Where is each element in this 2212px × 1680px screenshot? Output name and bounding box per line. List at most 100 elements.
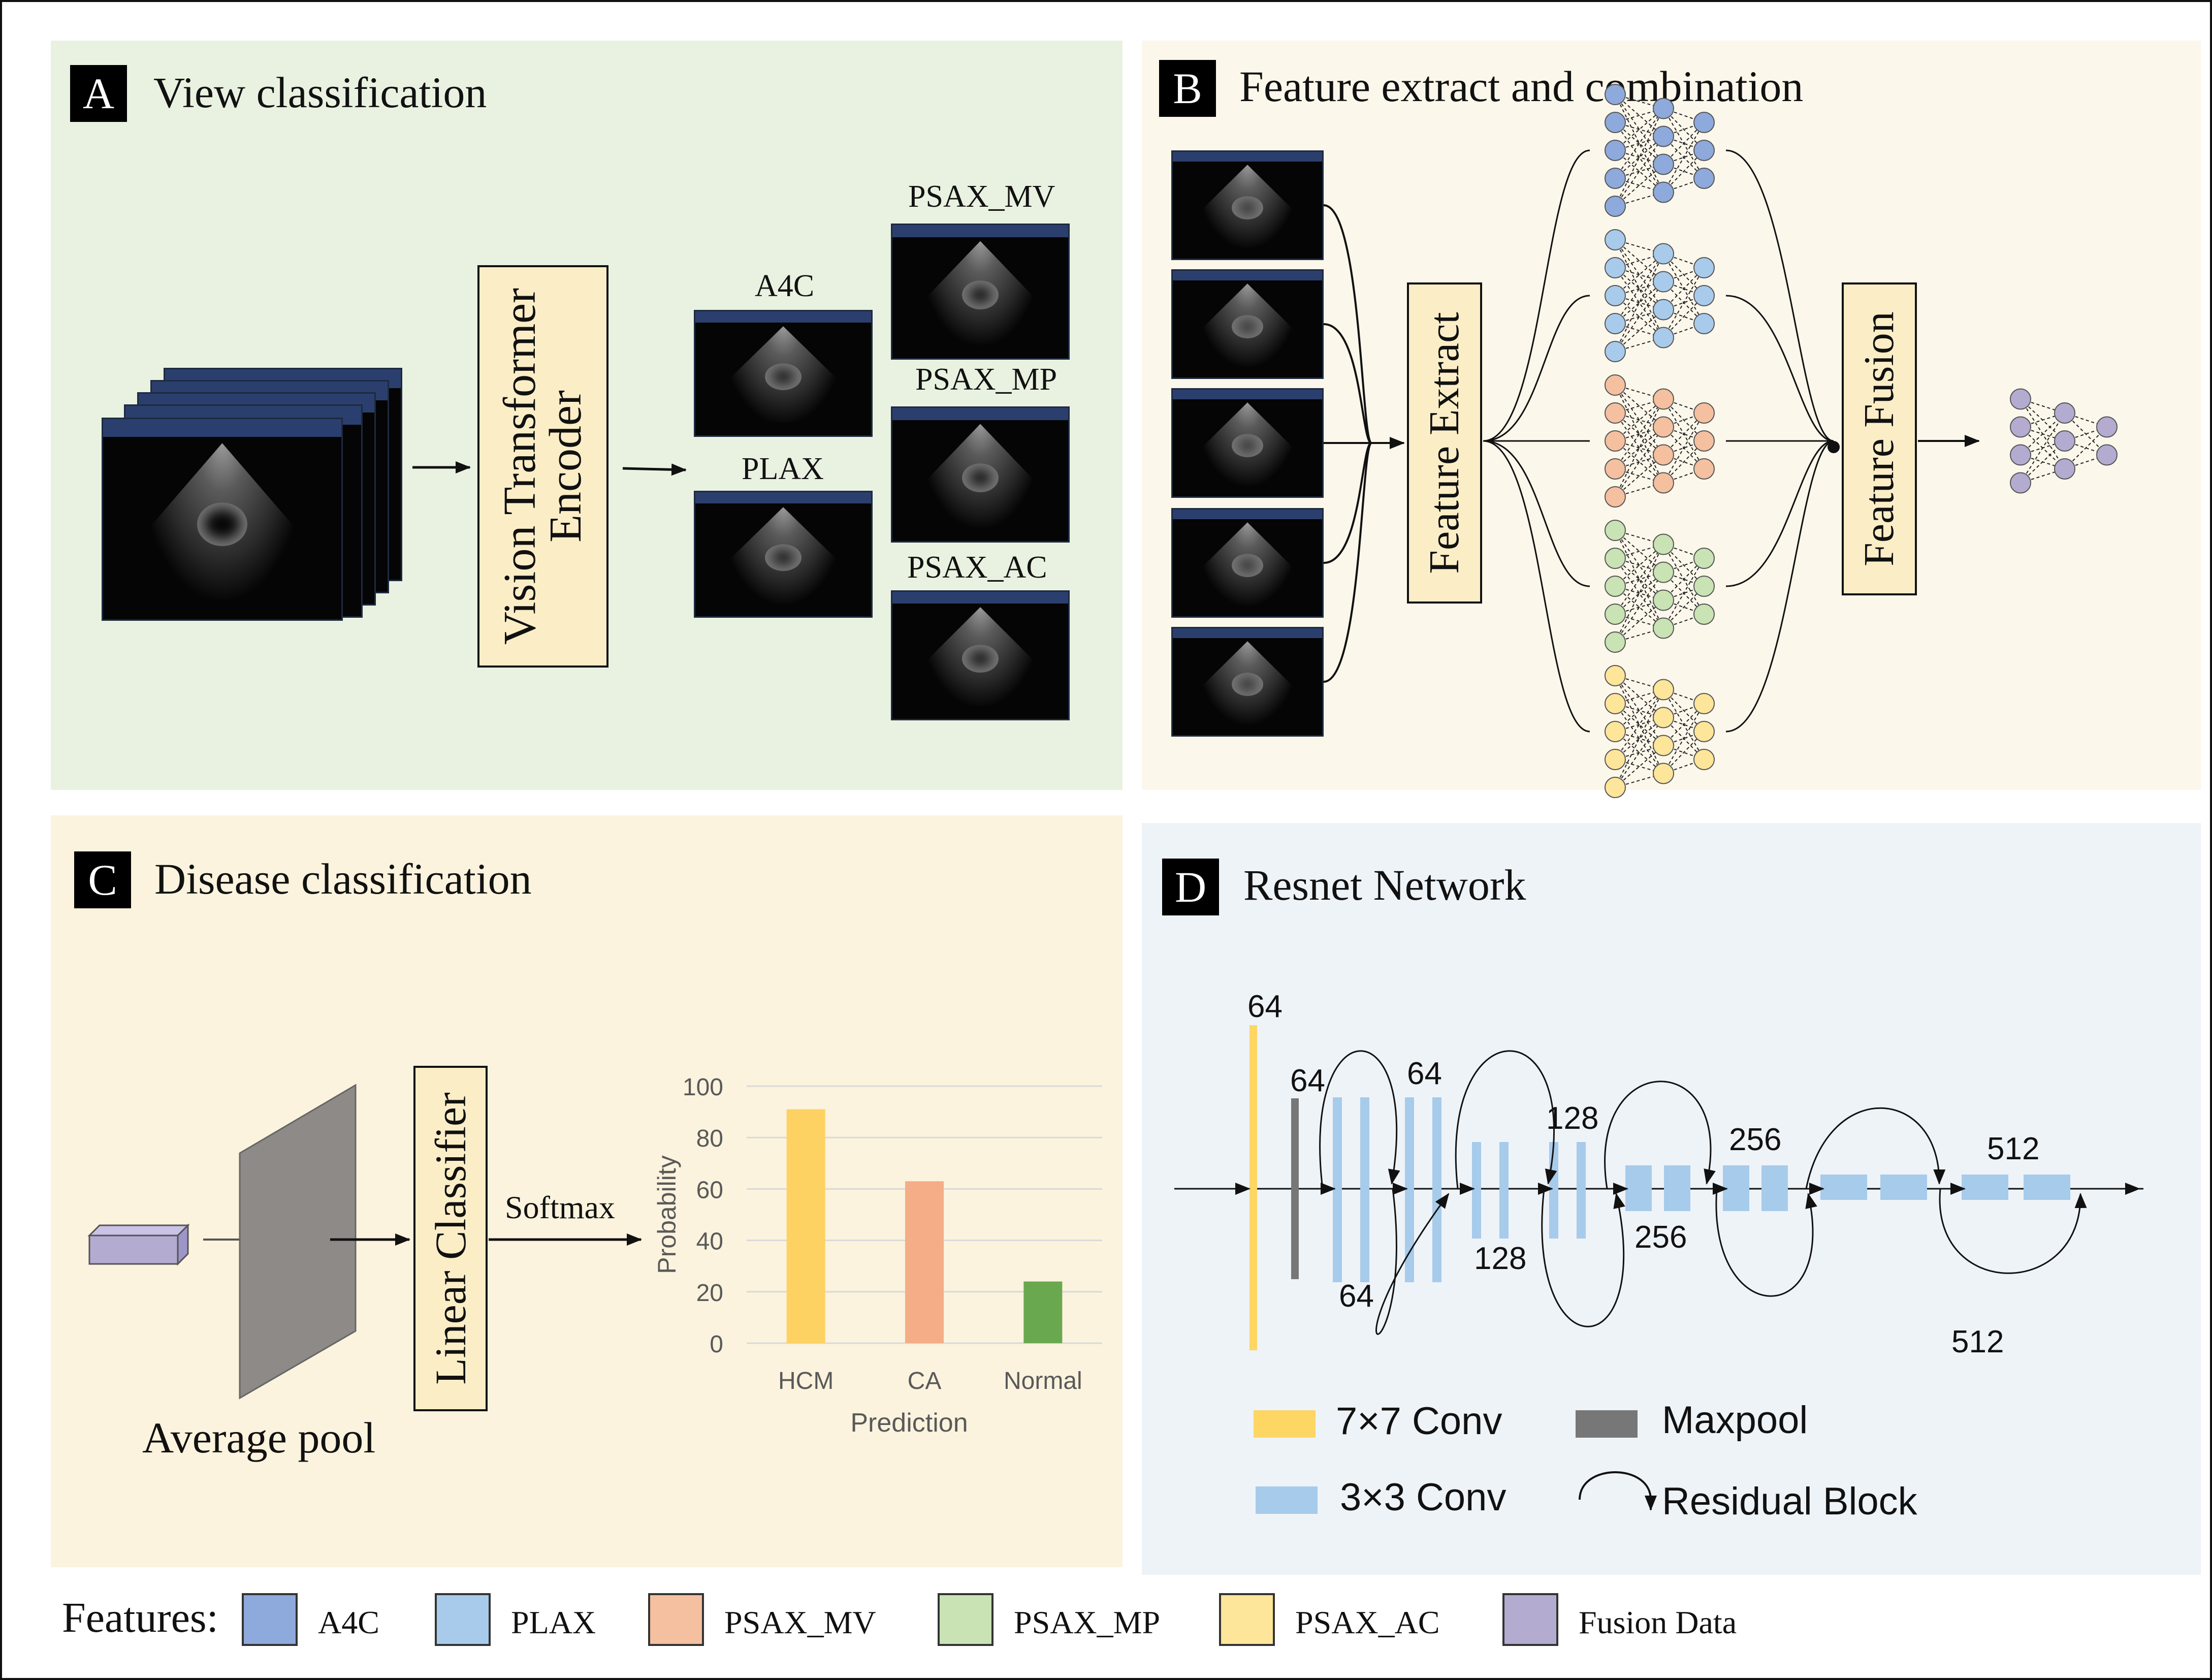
net-neuron (1605, 721, 1626, 742)
net-edge (1615, 108, 1664, 207)
net-edge (1615, 239, 1664, 338)
net-neuron (1693, 604, 1715, 625)
panel-b-badge: B (1159, 60, 1216, 117)
net-edge (1615, 689, 1664, 788)
conv3-layer (1664, 1165, 1690, 1211)
net-edge (1615, 544, 1664, 615)
net-edge (1663, 703, 1705, 774)
net-neuron (1693, 168, 1715, 189)
chart-xaxis-title: Prediction (850, 1408, 968, 1438)
conv3-layer (1820, 1175, 1867, 1200)
chart-ytick-label: 100 (683, 1074, 723, 1101)
net-neuron (1653, 416, 1674, 438)
net-edge (1615, 399, 1664, 497)
net-edge (1615, 675, 1664, 774)
legend-conv7-swatch (1254, 1410, 1316, 1438)
fusion-neuron (2054, 458, 2075, 480)
channel-label: 512 (1951, 1324, 2004, 1359)
net-neuron (1693, 285, 1715, 306)
conv3-layer (1625, 1165, 1652, 1211)
channel-label: 128 (1474, 1241, 1527, 1276)
net-edge (1615, 398, 1664, 469)
residual-connection (1375, 1188, 1450, 1335)
chart-ytick-label: 0 (710, 1331, 723, 1358)
net-edge (1615, 385, 1664, 483)
chart-ytick-label: 20 (696, 1280, 723, 1307)
net-edge (1615, 108, 1664, 179)
net-neuron (1605, 486, 1626, 508)
channel-label: 128 (1546, 1101, 1599, 1136)
view-label-psax-mv: PSAX_MV (908, 179, 1055, 214)
net-neuron (1653, 153, 1674, 175)
net-neuron (1605, 576, 1626, 597)
average-pool-label: Average pool (142, 1413, 376, 1462)
residual-connection (1541, 1188, 1625, 1327)
conv3-layer (1761, 1165, 1788, 1211)
net-neuron (1605, 374, 1626, 396)
chart-category-label: Normal (1004, 1368, 1082, 1394)
net-to-fusion-curve (1725, 295, 1834, 442)
net-edge (2020, 413, 2065, 484)
net-neuron (1605, 229, 1626, 250)
extract-to-net-curve (1483, 440, 1590, 587)
legend-swatch (938, 1593, 993, 1646)
chart-yaxis-title: Probability (653, 1155, 681, 1274)
net-neuron (1693, 749, 1715, 770)
net-edge (1663, 413, 1705, 484)
net-neuron (1605, 631, 1626, 653)
legend-swatch (242, 1593, 298, 1646)
residual-connection (1805, 1107, 1946, 1189)
panel-d-title: Resnet Network (1243, 861, 1526, 909)
net-edge (1615, 94, 1664, 165)
legend-residual-icon (1579, 1471, 1657, 1511)
residual-connection (1319, 1050, 1400, 1189)
channel-label: 256 (1729, 1122, 1782, 1157)
channel-label: 64 (1339, 1279, 1374, 1314)
net-edge (1663, 267, 1705, 310)
feature-vector-cuboid (87, 1223, 190, 1266)
channel-label: 64 (1247, 989, 1283, 1024)
extract-to-net-curve (1483, 295, 1590, 442)
net-neuron (1693, 430, 1715, 452)
chart-category-label: CA (908, 1368, 942, 1394)
net-edge (1615, 239, 1664, 310)
net-edge (1615, 426, 1664, 497)
echo-a4c-image (694, 310, 873, 437)
echo-b-a4c (1171, 150, 1324, 260)
feature-networks (1483, 84, 2118, 798)
fusion-neuron (2054, 430, 2075, 452)
chart-ytick-label: 40 (696, 1228, 723, 1255)
fusion-neuron (2010, 416, 2031, 438)
net-neuron (1653, 98, 1674, 119)
net-edge (1615, 572, 1664, 643)
net-edge (2064, 426, 2107, 469)
extract-to-net-curve (1483, 440, 1590, 733)
net-edge (1615, 703, 1664, 774)
net-neuron (1693, 112, 1715, 133)
net-neuron (1605, 402, 1626, 424)
conv3-layer (1405, 1097, 1414, 1282)
net-neuron (1605, 84, 1626, 105)
fusion-neuron (2010, 444, 2031, 466)
net-edge (1663, 253, 1705, 296)
net-neuron (1605, 313, 1626, 334)
net-neuron (1605, 196, 1626, 217)
echo-psax-mv-image (891, 224, 1070, 360)
conv3-layer (1432, 1097, 1441, 1282)
legend-label: PSAX_AC (1295, 1604, 1440, 1640)
legend-conv3-label: 3×3 Conv (1340, 1476, 1506, 1519)
residual-connection (1455, 1050, 1557, 1189)
net-neuron (1605, 257, 1626, 278)
net-neuron (1693, 576, 1715, 597)
legend-maxpool-swatch (1576, 1410, 1638, 1438)
net-neuron (1653, 561, 1674, 583)
conv3-layer (1880, 1175, 1927, 1200)
view-label-plax: PLAX (742, 452, 824, 486)
net-neuron (1653, 388, 1674, 410)
panel-a-title: View classification (153, 68, 487, 117)
fusion-neuron (2054, 402, 2075, 424)
